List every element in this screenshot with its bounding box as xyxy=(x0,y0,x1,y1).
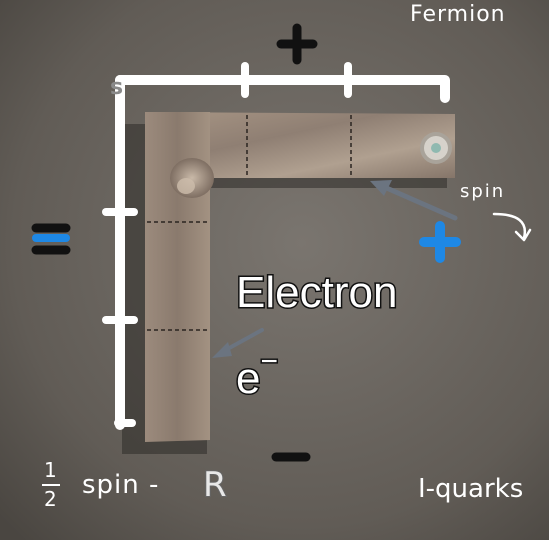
s-mark: s xyxy=(110,75,123,100)
plus-sign-black xyxy=(276,23,318,65)
metal-bump-2 xyxy=(177,178,195,194)
label-spin: spin xyxy=(460,181,506,202)
metal-bracket-horizontal xyxy=(145,112,455,178)
equals-sign xyxy=(31,223,71,255)
spin-curve-arrow-icon xyxy=(492,212,532,242)
fraction-denominator: 2 xyxy=(44,487,57,511)
arrow-to-bracket xyxy=(370,180,458,221)
fraction-bar xyxy=(42,484,60,486)
fraction-numerator: 1 xyxy=(44,458,57,482)
label-quarks: I-quarks xyxy=(418,474,524,504)
electron-symbol-letter: e xyxy=(234,353,262,405)
electron-charge: − xyxy=(259,344,279,380)
label-electron-symbol: e− xyxy=(234,344,279,405)
nut-hole xyxy=(431,143,441,153)
label-r: R xyxy=(202,464,228,506)
metal-bump xyxy=(170,158,214,198)
label-electron: Electron xyxy=(234,267,398,319)
arrow-to-leg xyxy=(212,328,264,358)
label-spin-dash: spin - xyxy=(82,470,160,500)
label-fermion: Fermion xyxy=(410,2,506,27)
ruler-top xyxy=(115,75,450,103)
plus-sign-blue xyxy=(419,221,461,263)
